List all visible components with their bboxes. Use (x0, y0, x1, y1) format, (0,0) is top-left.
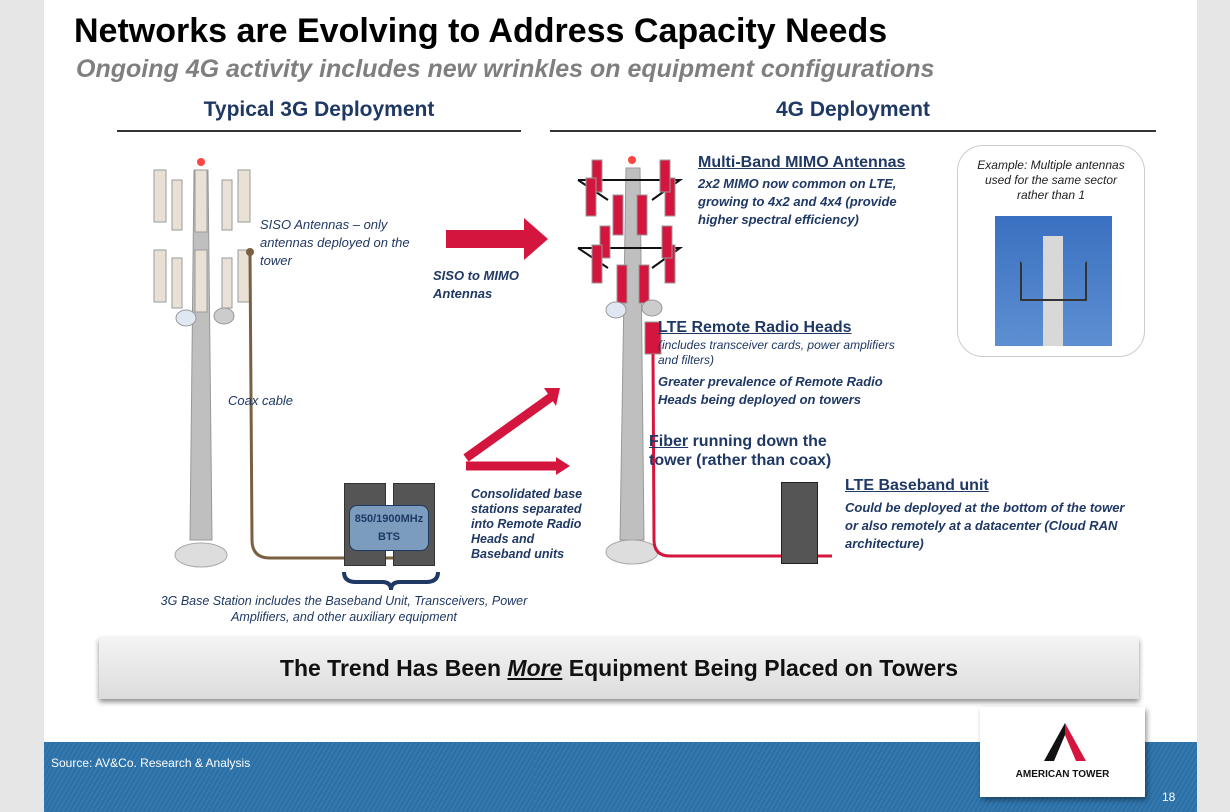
example-text: Example: Multiple antennas used for the … (977, 158, 1125, 202)
banner-text-post: Equipment Being Placed on Towers (562, 655, 959, 681)
logo-text: AMERICAN TOWER (1015, 769, 1110, 780)
example-callout: Example: Multiple antennas used for the … (957, 145, 1145, 357)
mimo-title: Multi-Band MIMO Antennas (698, 154, 906, 171)
banner-emphasis: More (507, 655, 563, 681)
slide-subtitle: Ongoing 4G activity includes new wrinkle… (76, 55, 935, 83)
lte-baseband-rack (781, 482, 818, 564)
arrow-up-right (463, 391, 557, 462)
beacon-light (197, 158, 205, 166)
rrh-subtext: (includes transceiver cards, power ampli… (658, 338, 895, 367)
siso-to-mimo-label: SISO to MIMO Antennas (433, 268, 519, 301)
siso-label: SISO Antennas – only antennas deployed o… (260, 217, 410, 268)
base-station-note: 3G Base Station includes the Baseband Un… (160, 594, 528, 624)
fiber-cable (651, 353, 832, 558)
bts-label-box: 850/1900MHz BTS (349, 505, 429, 551)
slide-title: Networks are Evolving to Address Capacit… (74, 12, 888, 50)
consolidated-label: Consolidated base stations separated int… (471, 487, 583, 561)
banner-text-pre: The Trend Has Been (279, 655, 508, 681)
divider-4g (550, 130, 1156, 132)
trend-banner: The Trend Has Been More Equipment Being … (99, 637, 1139, 699)
heading-4g: 4G Deployment (775, 98, 931, 121)
heading-3g: Typical 3G Deployment (203, 98, 435, 121)
bts-name: BTS (378, 531, 400, 543)
mimo-text: 2x2 MIMO now common on LTE, growing to 4… (698, 176, 897, 227)
bts-frequency: 850/1900MHz (354, 513, 424, 525)
bbu-text: Could be deployed at the bottom of the t… (845, 500, 1125, 551)
coax-label: Coax cable (228, 393, 294, 408)
fiber-rest: running down the tower (rather than coax… (649, 433, 832, 469)
brace-icon (342, 571, 440, 591)
rrh-text: Greater prevalence of Remote Radio Heads… (658, 374, 883, 407)
fiber-word: Fiber (649, 433, 689, 450)
bbu-title: LTE Baseband unit (845, 477, 989, 494)
divider-3g (117, 130, 521, 132)
coax-cable (248, 251, 394, 560)
logo-mark-icon (1044, 723, 1086, 761)
siso-to-mimo-arrow (446, 218, 548, 260)
tower-photo (995, 216, 1112, 346)
arrows (446, 218, 570, 475)
3g-tower-illustration (153, 158, 394, 568)
4g-tower-illustration (577, 156, 832, 565)
page-number: 18 (1162, 790, 1176, 804)
rrh-title: LTE Remote Radio Heads (658, 319, 852, 336)
american-tower-logo: AMERICAN TOWER (980, 707, 1145, 797)
source-note: Source: AV&Co. Research & Analysis (51, 756, 251, 770)
slide: Networks are Evolving to Address Capacit… (44, 0, 1197, 812)
fiber-label: Fiber running down the tower (rather tha… (649, 432, 849, 470)
